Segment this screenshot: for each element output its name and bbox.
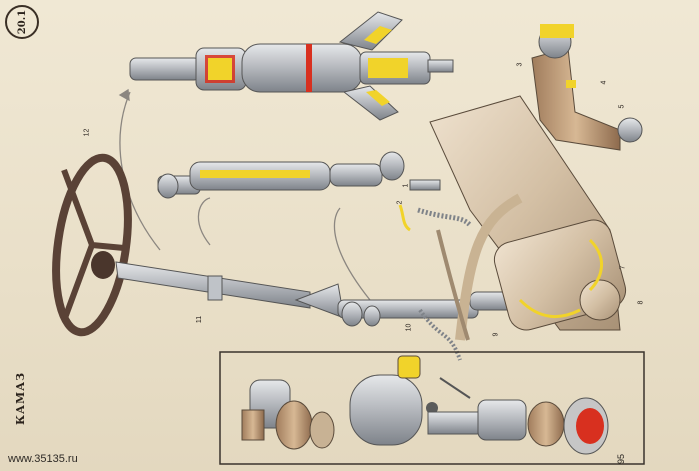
steering-column	[115, 261, 541, 327]
brand-label: КАМАЗ	[14, 371, 28, 426]
callout-7: 7	[619, 265, 627, 270]
footer-url: www.35135.ru	[8, 453, 78, 465]
plate-number: 20.1	[5, 5, 39, 39]
callout-11: 11	[196, 315, 204, 324]
pitman-arm	[531, 24, 643, 151]
callout-1: 1	[402, 183, 410, 188]
callout-8: 8	[637, 300, 645, 305]
callout-5: 5	[618, 104, 626, 109]
callout-4: 4	[600, 80, 608, 85]
cardan-shaft	[157, 151, 405, 199]
callout-2: 2	[396, 200, 404, 205]
corner-code: 95	[616, 453, 627, 465]
callout-9: 9	[492, 332, 500, 337]
steering-gear-housing	[429, 95, 627, 341]
callout-10: 10	[405, 323, 413, 332]
steering-wheel	[52, 153, 132, 337]
upper-column-shaft	[129, 11, 454, 121]
callout-3: 3	[516, 62, 524, 67]
inset-detail-box	[219, 351, 645, 465]
callout-12: 12	[83, 128, 91, 137]
